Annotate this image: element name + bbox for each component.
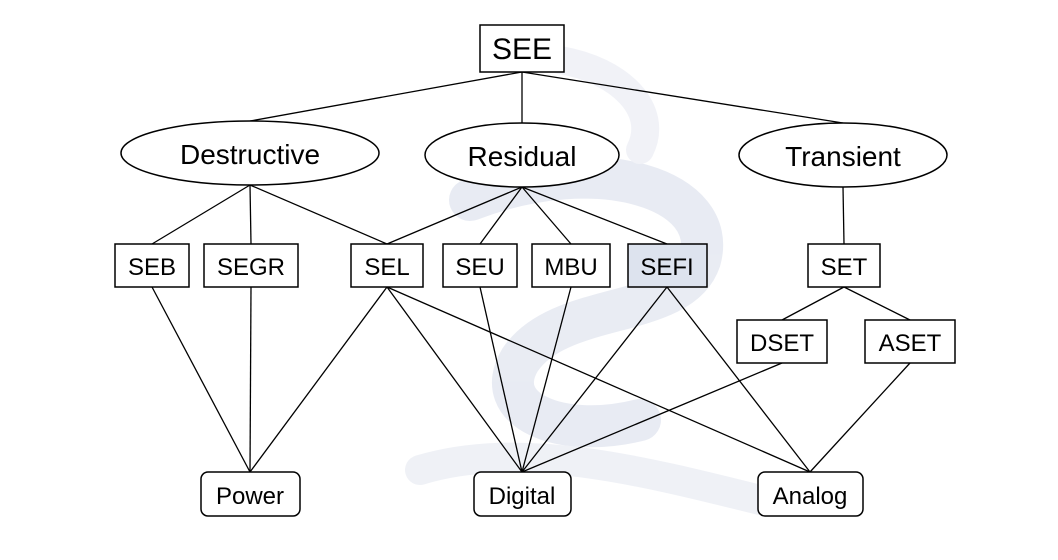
node-analog: Analog [757, 471, 864, 517]
node-residual: Residual [424, 122, 620, 188]
link-sefi-to-analog [666, 286, 811, 473]
node-power-label: Power [216, 483, 284, 510]
node-destructive-label: Destructive [180, 139, 320, 170]
node-residual-label: Residual [468, 141, 577, 172]
node-destructive: Destructive [120, 120, 380, 186]
node-seu-label: SEU [455, 254, 504, 281]
link-see-to-transient [521, 71, 844, 124]
link-seb-to-power [151, 286, 251, 473]
node-see-label: SEE [492, 33, 552, 66]
link-sel-to-power [249, 286, 388, 473]
node-aset: ASET [864, 319, 956, 364]
link-sel-to-digital [386, 286, 523, 473]
node-digital-label: Digital [489, 483, 556, 510]
node-seb: SEB [114, 243, 190, 288]
links-layer [151, 71, 911, 473]
node-segr-label: SEGR [217, 254, 285, 281]
link-destructive-to-segr [249, 184, 252, 245]
link-sefi-to-digital [521, 286, 668, 473]
link-destructive-to-sel [249, 184, 388, 245]
node-transient-label: Transient [785, 141, 901, 172]
node-dset: DSET [736, 319, 828, 364]
link-seu-to-digital [479, 286, 523, 473]
node-set: SET [807, 243, 881, 288]
link-residual-to-sel [386, 186, 523, 245]
link-residual-to-mbu [521, 186, 572, 245]
node-digital: Digital [473, 471, 572, 517]
node-seb-label: SEB [128, 254, 176, 281]
node-see: SEE [479, 24, 565, 73]
link-dset-to-digital [521, 362, 783, 473]
node-mbu: MBU [531, 243, 611, 288]
link-transient-to-set [842, 186, 845, 245]
node-transient: Transient [738, 122, 948, 188]
link-see-to-destructive [249, 71, 523, 122]
node-dset-label: DSET [750, 330, 814, 357]
node-sel: SEL [350, 243, 424, 288]
node-sefi-label: SEFI [640, 254, 693, 281]
node-analog-label: Analog [773, 483, 848, 510]
node-sel-label: SEL [364, 254, 409, 281]
node-segr: SEGR [203, 243, 299, 288]
link-residual-to-sefi [521, 186, 668, 245]
node-sefi: SEFI [627, 243, 708, 288]
node-power: Power [200, 471, 301, 517]
link-destructive-to-seb [151, 184, 251, 245]
node-seu: SEU [442, 243, 518, 288]
link-sel-to-analog [386, 286, 811, 473]
node-set-label: SET [821, 254, 868, 281]
link-residual-to-seu [479, 186, 523, 245]
link-set-to-aset [843, 286, 911, 321]
node-aset-label: ASET [879, 330, 942, 357]
link-mbu-to-digital [521, 286, 572, 473]
background-watermark [405, 46, 775, 515]
node-mbu-label: MBU [544, 254, 597, 281]
link-segr-to-power [249, 286, 252, 473]
link-set-to-dset [781, 286, 845, 321]
link-aset-to-analog [809, 362, 911, 473]
